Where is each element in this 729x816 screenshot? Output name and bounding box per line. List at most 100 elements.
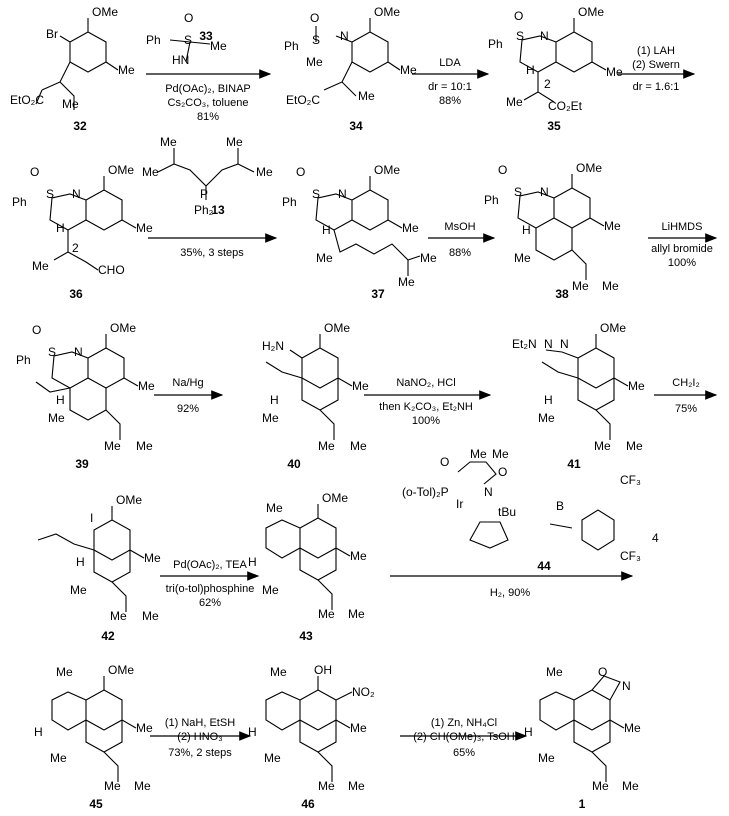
- atom-label: H: [34, 725, 43, 739]
- atom-label: H: [524, 725, 533, 739]
- atom-label: Me: [470, 447, 487, 461]
- atom-label: Me: [160, 135, 177, 149]
- atom-label: OMe: [600, 321, 626, 335]
- atom-label: Me: [262, 583, 279, 597]
- compound-number: 37: [371, 287, 385, 301]
- condition-text: Cs₂CO₃, toluene: [168, 97, 249, 109]
- atom-label: S: [46, 187, 54, 201]
- atom-label: Et₂N: [512, 337, 537, 351]
- condition-text: (1) LAH: [637, 45, 675, 57]
- atom-label: O: [514, 9, 523, 23]
- atom-label: H: [526, 63, 535, 77]
- atom-label: OH: [314, 663, 332, 677]
- structure-13: [157, 148, 255, 200]
- atom-label: O: [30, 165, 39, 179]
- atom-label: P: [200, 187, 208, 201]
- atom-label: H: [248, 555, 257, 569]
- structure-42: [37, 506, 145, 612]
- atom-label: H: [248, 725, 257, 739]
- atom-label: N: [544, 337, 553, 351]
- atom-label: Me: [50, 751, 67, 765]
- atom-label: CF₃: [620, 549, 641, 563]
- atom-label: Me: [318, 439, 335, 453]
- atom-label: S: [184, 33, 192, 47]
- atom-label: Me: [348, 779, 365, 793]
- atom-label: Me: [400, 63, 417, 77]
- atom-label: Me: [318, 779, 335, 793]
- atom-label: 4: [652, 531, 659, 545]
- atom-label: OMe: [110, 321, 136, 335]
- atom-label: Me: [136, 721, 153, 735]
- atom-label: Me: [604, 219, 621, 233]
- atom-label: Me: [316, 251, 333, 265]
- atom-label: I: [90, 511, 93, 525]
- condition-text: CH₂I₂: [672, 377, 699, 389]
- structure-34: [315, 18, 401, 97]
- condition-text: 88%: [439, 95, 461, 107]
- atom-label: H: [56, 393, 65, 407]
- atom-label: O: [296, 165, 305, 179]
- condition-text: 75%: [675, 403, 697, 415]
- atom-label: H: [270, 393, 279, 407]
- atom-label: Me: [142, 165, 159, 179]
- atom-label: Ph: [282, 195, 297, 209]
- atom-label: Ph: [146, 33, 161, 47]
- atom-label: N: [560, 337, 569, 351]
- atom-label: OMe: [576, 161, 602, 175]
- atom-label: Me: [538, 411, 555, 425]
- atom-label: Br: [46, 27, 58, 41]
- compound-number: 34: [349, 119, 363, 133]
- condition-text: 100%: [668, 257, 696, 269]
- atom-label: H: [522, 223, 531, 237]
- atom-label: Me: [350, 721, 367, 735]
- atom-label: Me: [256, 165, 273, 179]
- atom-label: Me: [70, 583, 87, 597]
- condition-text: LiHMDS: [662, 221, 703, 233]
- atom-label: N: [338, 187, 347, 201]
- atom-label: Me: [622, 779, 639, 793]
- atom-label: (o-Tol)₂P: [402, 485, 449, 499]
- atom-label: CO₂Et: [548, 99, 583, 113]
- atom-label: Ph: [284, 39, 299, 53]
- compound-number: 46: [301, 797, 315, 811]
- atom-label: Me: [226, 135, 243, 149]
- atom-label: Me: [48, 411, 65, 425]
- atom-label: Me: [144, 551, 161, 565]
- structure-45: [51, 676, 137, 782]
- condition-text: (1) Zn, NH₄Cl: [431, 717, 497, 729]
- structure-46: [265, 676, 353, 782]
- atom-label: Me: [402, 221, 419, 235]
- atom-label: Me: [110, 609, 127, 623]
- compound-number: 32: [73, 119, 87, 133]
- compound-number: 13: [211, 203, 225, 217]
- atom-label: N: [540, 185, 549, 199]
- atom-label: Ph: [12, 195, 27, 209]
- atom-label: tBu: [498, 505, 516, 519]
- condition-text: allyl bromide: [651, 243, 713, 255]
- condition-text: LDA: [439, 57, 461, 69]
- atom-label: Me: [318, 607, 335, 621]
- atom-label: S: [312, 187, 320, 201]
- atom-label: Me: [138, 379, 155, 393]
- atom-label: Ir: [456, 497, 463, 511]
- condition-text: 88%: [449, 247, 471, 259]
- atom-label: Me: [626, 439, 643, 453]
- atom-label: S: [312, 33, 320, 47]
- compound-number: 44: [537, 559, 551, 573]
- atom-label: H: [76, 555, 85, 569]
- condition-text: H₂, 90%: [490, 587, 531, 599]
- atom-label: O: [32, 323, 41, 337]
- structure-41: [541, 334, 629, 440]
- atom-label: Me: [350, 439, 367, 453]
- atom-label: CHO: [98, 263, 125, 277]
- atom-label: Ph: [16, 353, 31, 367]
- atom-label: H: [322, 223, 331, 237]
- condition-text: 62%: [199, 597, 221, 609]
- atom-label: Me: [262, 411, 279, 425]
- atom-label: OMe: [92, 5, 118, 19]
- condition-text: Pd(OAc)₂, TEA: [173, 559, 247, 571]
- atom-label: O: [184, 11, 193, 25]
- atom-label: B: [556, 499, 564, 513]
- atom-label: EtO₂C: [10, 93, 44, 107]
